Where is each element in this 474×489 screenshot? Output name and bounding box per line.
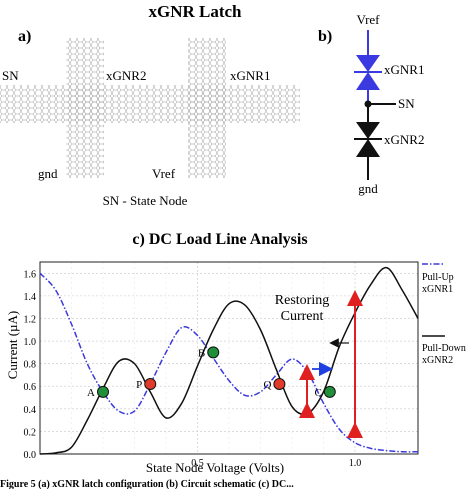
xgnr2-device-label: xGNR2 [384,132,424,147]
restoring-annotation-line1: Restoring [275,293,329,308]
operating-points: A P B Q C [87,346,336,399]
chart-grid [40,262,418,455]
chart-ticks: 0.0 0.2 0.4 0.6 0.8 1.0 1.2 1.4 1.6 0.5 1.0 [24,269,362,469]
xgnr2-symbol-bottom [356,139,380,157]
y-tick-label: 1.4 [24,292,37,303]
sn-terminal-label: SN [2,68,19,83]
y-tick-label: 0.0 [24,450,37,461]
xgnr1-symbol-top [356,55,380,72]
panel-c: c) DC Load Line Analysis Current (µA) St… [5,231,466,475]
legend-pulldown-line2: xGNR2 [422,355,453,366]
panel-a: a) SN xGNR2 xGNR1 gnd Vref SN - State No… [0,28,300,208]
panel-a-label: a) [18,28,31,45]
chart-series [39,266,419,455]
xgnr1-vertical-ribbon [188,38,226,178]
chart-title: c) DC Load Line Analysis [132,231,307,248]
chart-legend: Pull-Up xGNR1 Pull-Down xGNR2 [422,263,466,366]
xgnr1-label: xGNR1 [230,68,270,83]
legend-pulldown-line1: Pull-Down [422,343,466,354]
panel-a-caption: SN - State Node [103,193,188,208]
xgnr2-label: xGNR2 [106,68,146,83]
y-tick-label: 0.4 [24,405,37,416]
operating-point-a [97,385,109,398]
vref-node-label: Vref [356,12,380,27]
operating-point-label: P [136,379,142,391]
gnd-node-label: gnd [358,181,378,196]
xgnr1-device-label: xGNR1 [384,62,424,77]
xgnr2-symbol-top [356,122,380,139]
figure-caption-fragment: Figure 5 (a) xGNR latch configuration (b… [0,479,294,489]
gnd-terminal-label: gnd [38,166,58,181]
operating-point-c [323,385,336,398]
x-tick-label: 0.5 [191,458,204,469]
operating-point-label: C [314,387,321,399]
panel-b-label: b) [318,28,332,45]
operating-point-p [144,377,157,390]
y-tick-label: 1.2 [24,314,37,325]
y-axis-label: Current (µA) [5,311,20,380]
figure-title: xGNR Latch [148,2,242,21]
x-axis-label: State Node Voltage (Volts) [146,460,284,475]
xgnr2-vertical-ribbon [66,38,104,178]
panel-b: b) Vref xGNR1 SN xGNR2 gnd [318,12,424,196]
xgnr1-symbol-bottom [356,72,380,90]
pull-down-curve [39,266,419,455]
operating-point-label: B [198,347,205,359]
sn-node-label: SN [398,96,415,111]
operating-point-label: Q [263,379,271,391]
y-tick-label: 1.6 [24,269,37,280]
y-tick-label: 0.8 [24,360,37,371]
operating-point-label: A [87,387,95,399]
y-tick-label: 1.0 [24,337,37,348]
y-tick-label: 0.2 [24,427,37,438]
operating-point-q [273,377,286,390]
horizontal-ribbon [0,85,300,123]
plot-frame [39,261,419,455]
legend-pullup-line2: xGNR1 [422,284,453,295]
y-tick-label: 0.6 [24,382,37,393]
vref-terminal-label: Vref [152,166,176,181]
sn-junction-dot [364,100,372,108]
restoring-annotation-line2: Current [281,309,324,324]
legend-pullup-line1: Pull-Up [422,272,454,283]
x-tick-label: 1.0 [349,458,362,469]
operating-point-b [207,346,220,359]
